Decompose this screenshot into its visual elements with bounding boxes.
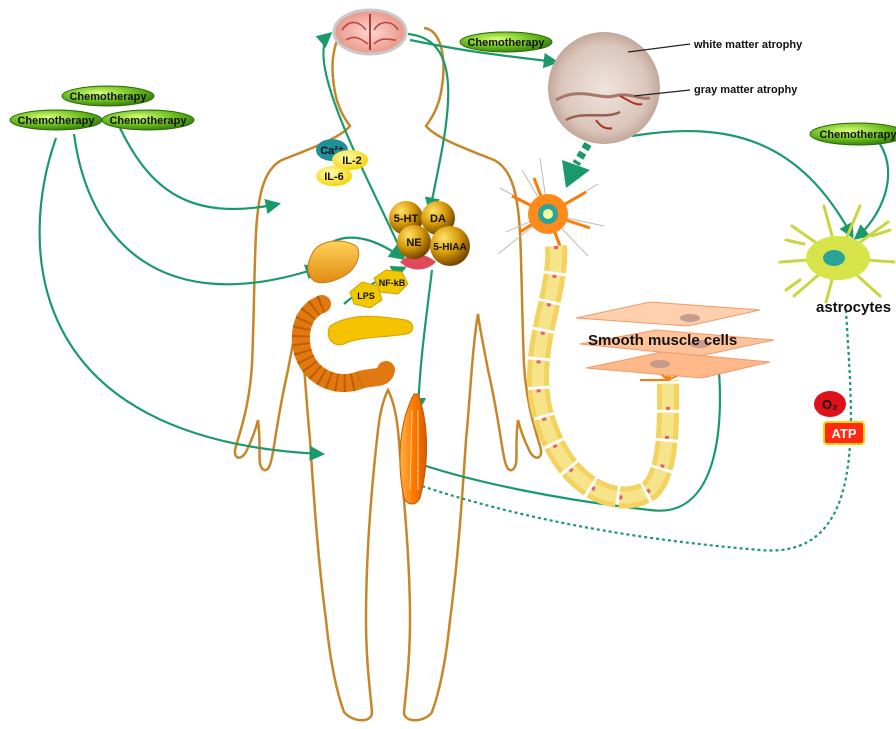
atp-badge: ATP	[824, 422, 864, 444]
brain-tissue-image	[548, 32, 660, 144]
ne-label: NE	[406, 237, 421, 249]
chemotherapy-pill-1: Chemotherapy	[62, 86, 154, 106]
chemotherapy-pill-4: Chemotherapy	[460, 32, 552, 52]
chemotherapy-label-1: Chemotherapy	[69, 91, 147, 103]
chemotherapy-label-5: Chemotherapy	[819, 129, 896, 141]
astrocytes-label: astrocytes	[816, 299, 891, 316]
atp-label: ATP	[831, 426, 856, 441]
gray-matter-label: gray matter atrophy	[694, 84, 798, 96]
muscle-icon	[400, 394, 427, 504]
white-matter-label: white matter atrophy	[693, 39, 803, 51]
arrow-tissue-to-neuron	[562, 144, 590, 188]
5hiaa-label: 5-HIAA	[433, 242, 466, 253]
oxygen-label: O₂	[822, 397, 838, 412]
chemotherapy-label-2: Chemotherapy	[17, 115, 95, 127]
neurotransmitter-cluster: 5-HT DA NE 5-HIAA	[389, 201, 470, 270]
arrow-chemo-to-liver	[74, 134, 318, 284]
chemotherapy-pill-2: Chemotherapy	[10, 110, 102, 130]
nfkb-label: NF-kB	[379, 278, 406, 288]
arrow-transmitters-to-muscle	[418, 270, 432, 410]
cytokine-cluster: Ca²⁺ IL-2 IL-6	[316, 139, 368, 186]
lps-label: LPS	[357, 291, 375, 301]
liver-icon	[308, 241, 359, 283]
oxygen-badge: O₂	[814, 391, 846, 417]
il2-label: IL-2	[342, 155, 362, 167]
il6-label: IL-6	[324, 171, 344, 183]
arrow-chemo-to-torso	[120, 128, 278, 209]
chemotherapy-pill-3: Chemotherapy	[102, 110, 194, 130]
chemotherapy-label-3: Chemotherapy	[109, 115, 187, 127]
nfkb-lps-cluster: NF-kB LPS	[350, 270, 408, 308]
chemotherapy-label-4: Chemotherapy	[467, 37, 545, 49]
smooth-muscle-label: Smooth muscle cells	[588, 332, 737, 349]
pancreas-icon	[328, 316, 413, 345]
arrow-tissue-to-astrocyte	[632, 131, 852, 236]
brain-icon	[334, 10, 406, 54]
chemotherapy-pill-5: Chemotherapy	[810, 123, 896, 145]
astrocyte-icon	[780, 206, 894, 302]
5ht-label: 5-HT	[394, 213, 419, 225]
da-label: DA	[430, 213, 446, 225]
